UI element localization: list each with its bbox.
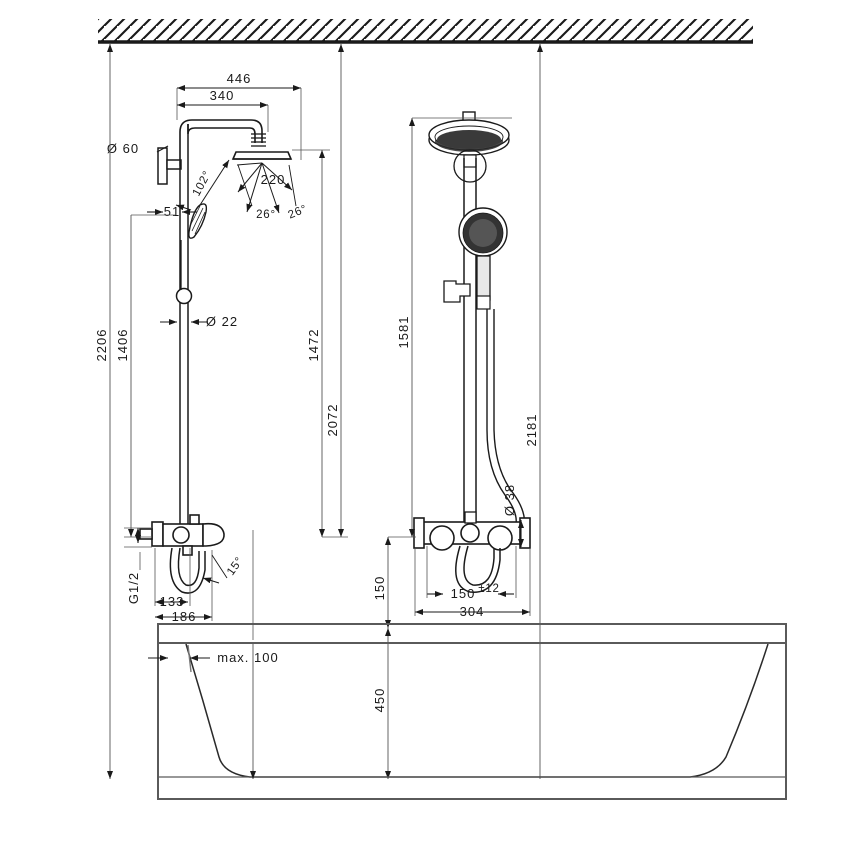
dim-150-tolerance: 150 — [451, 586, 476, 601]
dim-diameter-38: Ø 38 — [502, 484, 517, 516]
dim-340: 340 — [210, 88, 235, 103]
dim-diameter-22: Ø 22 — [206, 314, 238, 329]
dim-diameter-60: Ø 60 — [107, 141, 139, 156]
bathtub-outline — [157, 623, 787, 800]
dim-g-half: G1/2 — [126, 572, 141, 604]
dim-1472: 1472 — [306, 329, 321, 362]
dim-446: 446 — [227, 71, 252, 86]
dim-26-deg-left: 26° — [256, 209, 276, 221]
front-view-dimensions: 1581 2181 Ø 38 150 450 150 ±12 304 — [372, 44, 543, 779]
dim-max-100: max. 100 — [217, 650, 278, 665]
dim-51: 51 — [164, 204, 180, 219]
dim-304: 304 — [460, 604, 485, 619]
front-view-product — [413, 111, 531, 593]
dim-2206: 2206 — [94, 329, 109, 362]
dim-186: 186 — [172, 609, 197, 624]
dim-1581: 1581 — [396, 316, 411, 349]
ceiling-hatch — [98, 19, 753, 44]
dim-2072: 2072 — [325, 404, 340, 437]
dim-220: 220 — [261, 172, 286, 187]
side-view-dimensions: 446 340 Ø 60 51 102° 220 26° 26° Ø 22 — [94, 44, 348, 779]
dim-450: 450 — [372, 688, 387, 713]
dim-2181: 2181 — [524, 414, 539, 447]
dim-150-vertical: 150 — [372, 576, 387, 601]
dim-133: 133 — [160, 594, 185, 609]
max-water-level-dimension: max. 100 — [148, 644, 278, 673]
side-view-product — [139, 119, 293, 594]
dim-1406: 1406 — [115, 329, 130, 362]
dim-tolerance-pm12: ±12 — [478, 583, 500, 595]
